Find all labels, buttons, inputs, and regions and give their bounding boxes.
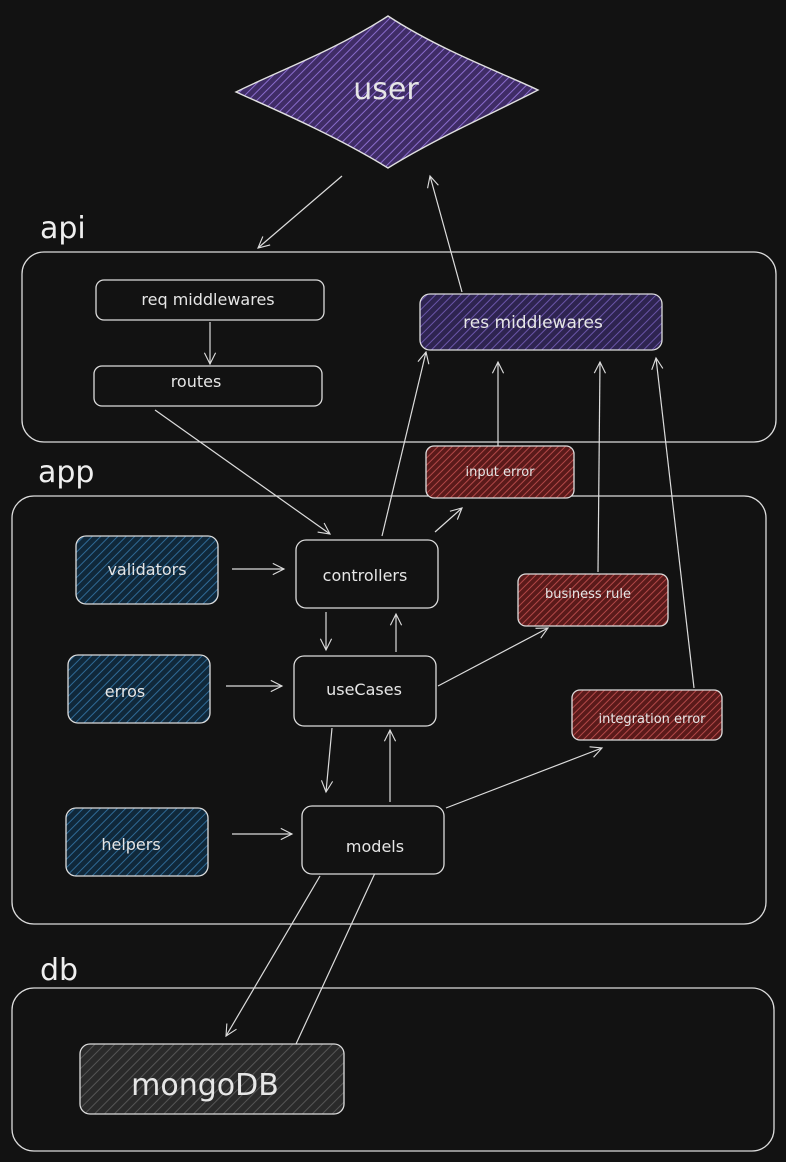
arrow-user-to-api [257, 175, 343, 249]
node-business-rule-label: business rule [545, 587, 631, 602]
node-req-middlewares-label: req middlewares [141, 290, 274, 309]
node-integration-error-label: integration error [598, 712, 706, 727]
arrow-models-to-integration-error [445, 746, 604, 809]
node-routes-label: routes [171, 372, 222, 391]
node-helpers: helpers [65, 807, 209, 877]
group-app: app [11, 455, 767, 925]
arrow-controllers-to-res [381, 350, 430, 537]
node-business-rule: business rule [517, 573, 669, 627]
arrow-business-rule-to-res [593, 360, 606, 573]
arrow-usecases-to-business-rule [437, 627, 550, 687]
node-routes: routes [93, 365, 323, 407]
group-title-api: api [40, 211, 86, 246]
group-db: db [11, 953, 775, 1152]
node-user-label: user [353, 72, 419, 107]
node-res-middlewares: res middlewares [419, 293, 663, 351]
node-models: models [301, 805, 445, 875]
node-mongodb-label: mongoDB [131, 1068, 279, 1103]
node-validators: validators [75, 535, 219, 605]
arrow-usecases-to-models [320, 727, 334, 794]
node-erros: erros [67, 654, 211, 724]
node-usecases-label: useCases [326, 680, 402, 699]
node-input-error: input error [425, 445, 575, 499]
node-controllers: controllers [295, 539, 439, 609]
node-mongodb: mongoDB [79, 1043, 345, 1115]
arrows [154, 174, 695, 1045]
arrow-res-to-user [427, 174, 463, 293]
arrow-integration-error-to-res [651, 356, 695, 689]
node-user: user [234, 15, 540, 169]
node-validators-label: validators [107, 560, 186, 579]
group-title-db: db [40, 953, 78, 988]
arrow-controllers-to-input-error [434, 507, 463, 533]
group-title-app: app [38, 455, 94, 490]
node-models-label: models [346, 837, 404, 856]
node-controllers-label: controllers [323, 566, 408, 585]
node-input-error-label: input error [465, 465, 535, 480]
arrow-models-to-mongodb [225, 875, 321, 1038]
arrow-mongodb-to-models [295, 856, 383, 1045]
group-api: api [21, 211, 777, 443]
node-helpers-label: helpers [101, 835, 160, 854]
node-erros-label: erros [105, 682, 146, 701]
node-usecases: useCases [293, 655, 437, 727]
node-req-middlewares: req middlewares [95, 279, 325, 321]
node-integration-error: integration error [571, 689, 723, 741]
arrow-routes-to-controllers [154, 409, 332, 535]
node-res-middlewares-label: res middlewares [463, 313, 603, 333]
